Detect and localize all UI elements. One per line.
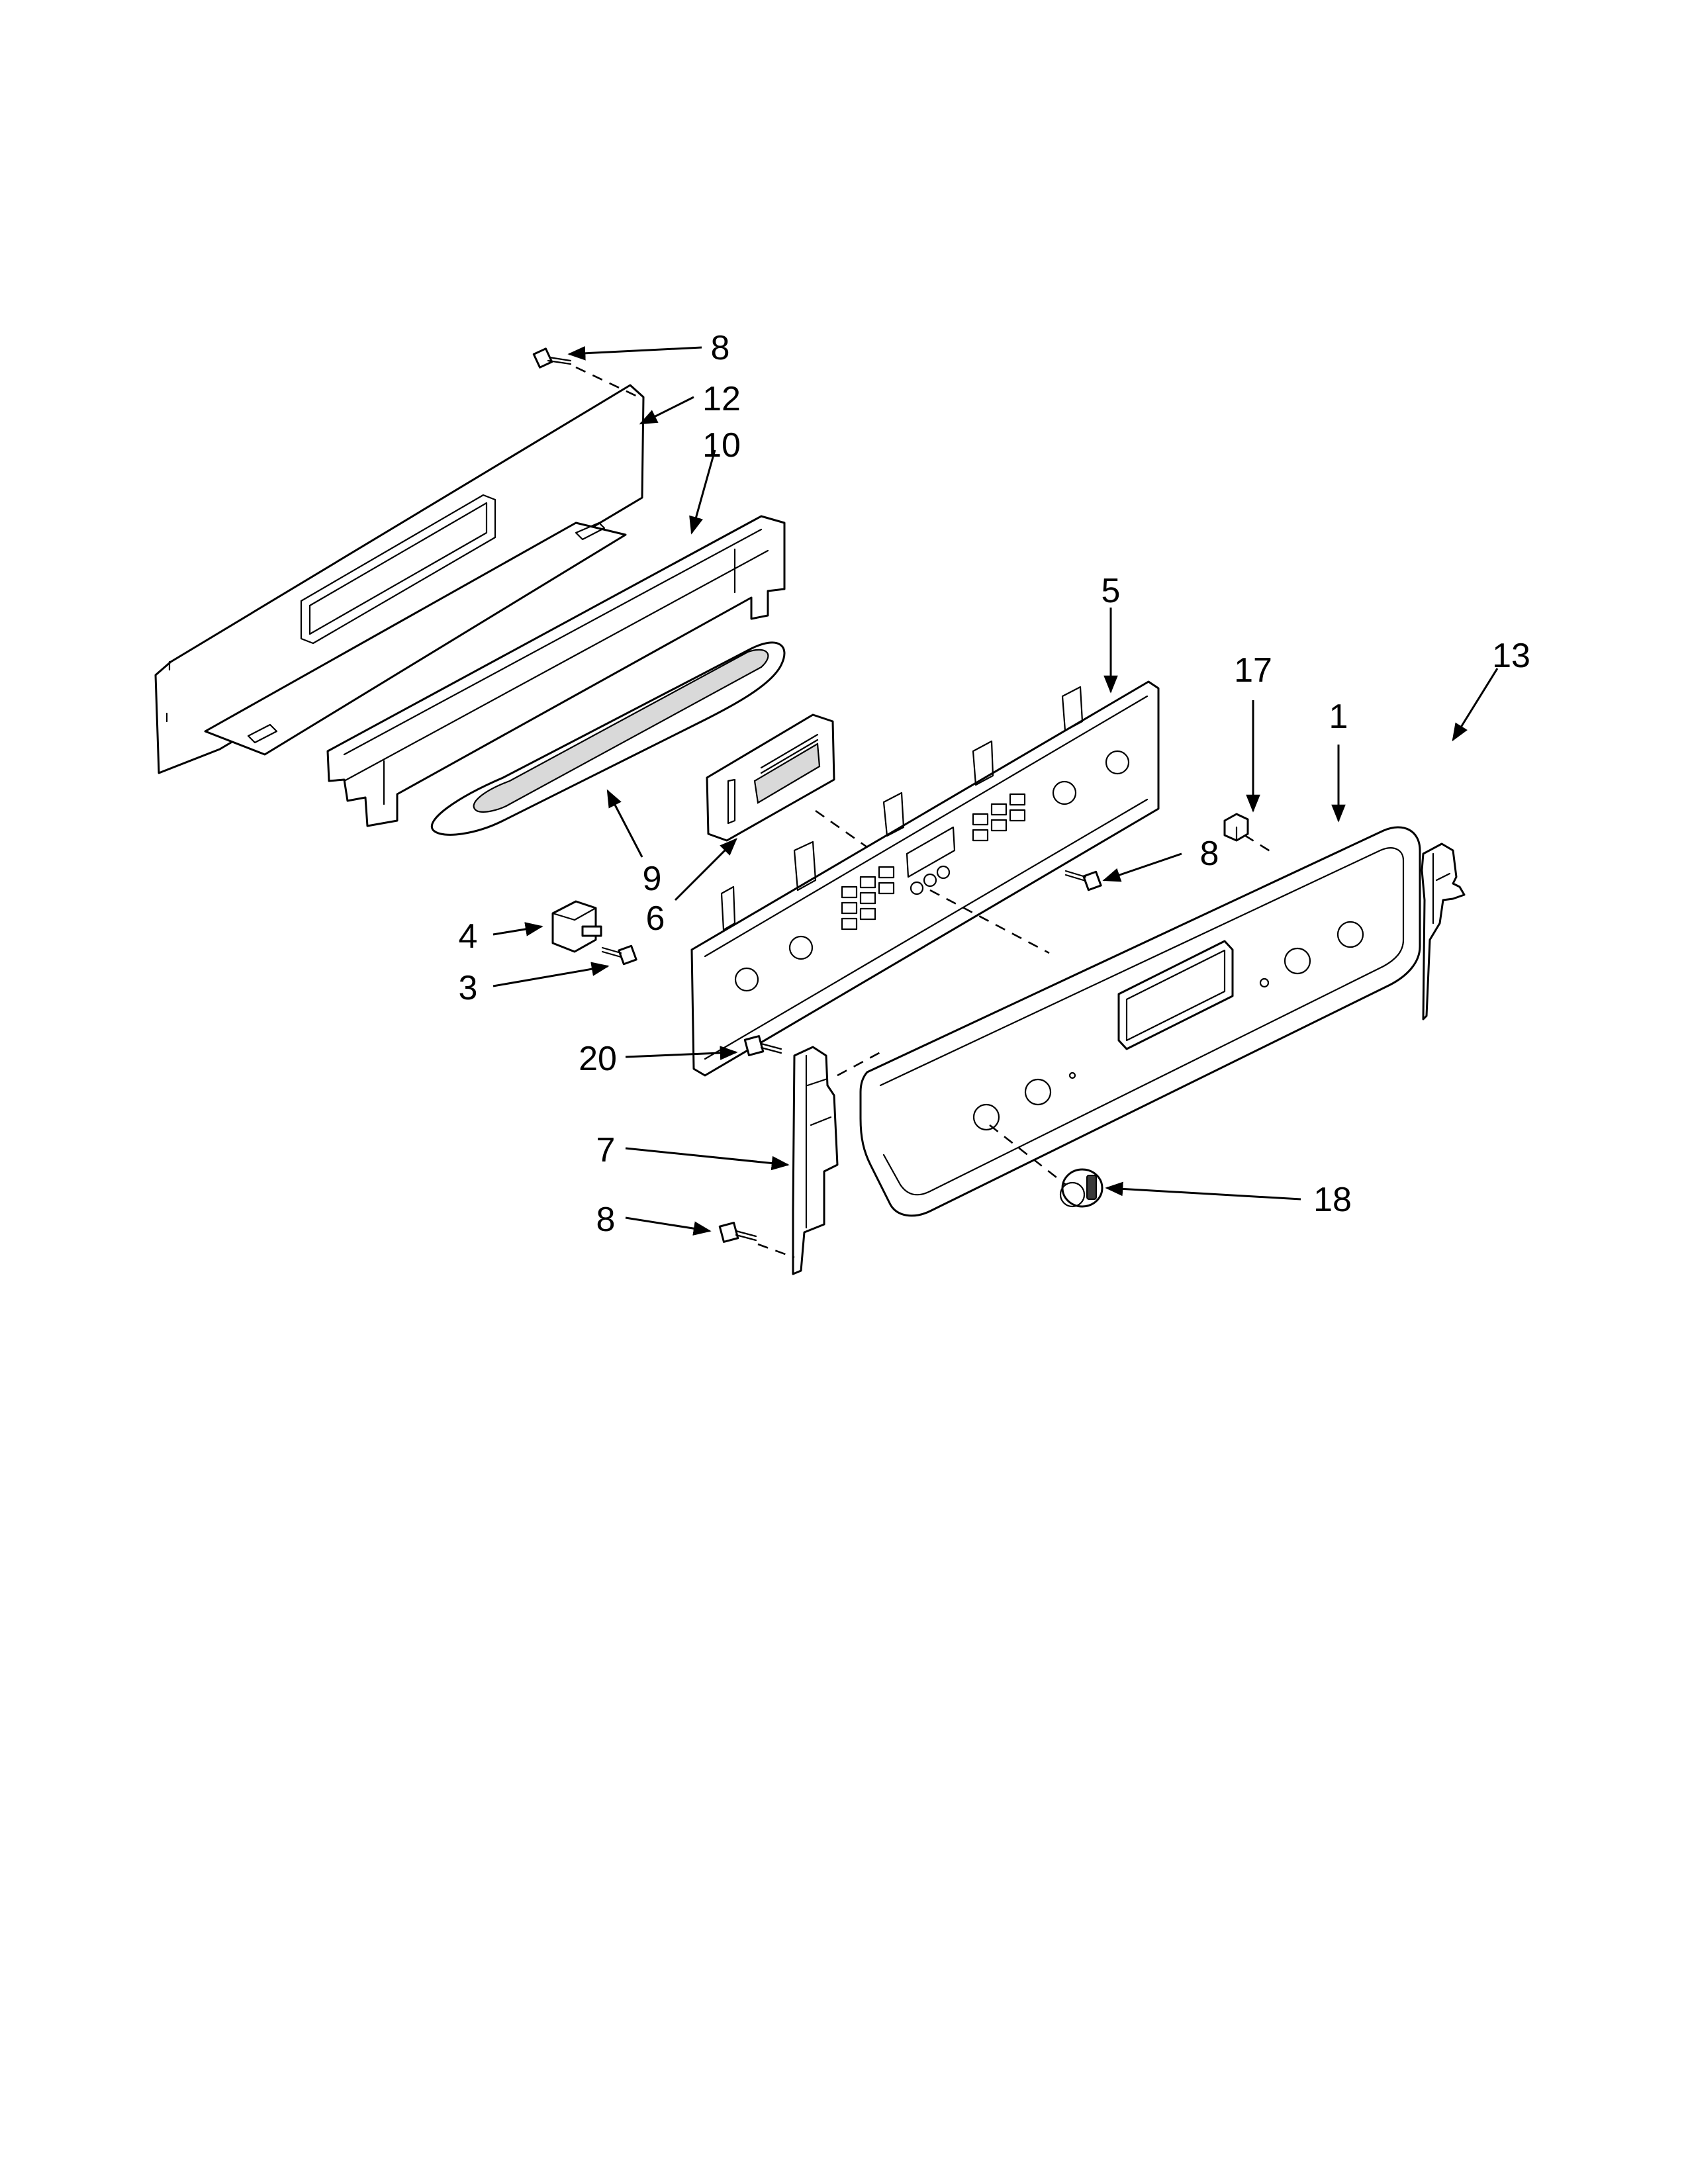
assembly-lines — [575, 366, 1275, 1259]
callout-3: 3 — [459, 969, 478, 1007]
callout-20: 20 — [579, 1040, 617, 1078]
part-12-rear-shield — [154, 384, 645, 774]
callout-4: 4 — [459, 917, 478, 956]
callout-5: 5 — [1102, 572, 1121, 610]
callout-13: 13 — [1492, 637, 1530, 675]
part-13-right-bracket — [1421, 842, 1466, 1021]
part-1-console — [859, 826, 1421, 1217]
callout-8-bottom: 8 — [596, 1201, 616, 1239]
callout-1: 1 — [1329, 698, 1348, 736]
part-18-knob — [1059, 1168, 1103, 1208]
callout-labels: 8 12 10 5 13 17 1 9 6 8 4 3 20 7 8 18 — [459, 329, 1530, 1239]
callout-6: 6 — [646, 899, 665, 938]
screw-part-3 — [601, 944, 637, 966]
callout-17: 17 — [1234, 651, 1272, 690]
screw-bottom-left — [718, 1222, 757, 1243]
screw-top — [532, 347, 572, 369]
part-10-frame — [326, 515, 786, 827]
callout-8-mid: 8 — [1200, 835, 1219, 873]
part-4-switch — [551, 900, 602, 953]
part-5-console-backplate — [690, 680, 1160, 1077]
callout-18: 18 — [1313, 1181, 1352, 1219]
callout-7: 7 — [596, 1131, 616, 1169]
callout-12: 12 — [702, 380, 741, 418]
screw-part-20 — [743, 1035, 782, 1056]
part-17-clip — [1223, 813, 1249, 842]
part-6-control-board — [706, 713, 835, 842]
callout-9: 9 — [643, 860, 662, 898]
part-7-left-bracket — [792, 1046, 839, 1275]
screw-mid-right — [1064, 870, 1102, 891]
callout-8-top: 8 — [711, 329, 730, 367]
callout-10: 10 — [702, 426, 741, 465]
part-9-trim — [431, 641, 786, 836]
leader-arrows — [492, 345, 1499, 1236]
